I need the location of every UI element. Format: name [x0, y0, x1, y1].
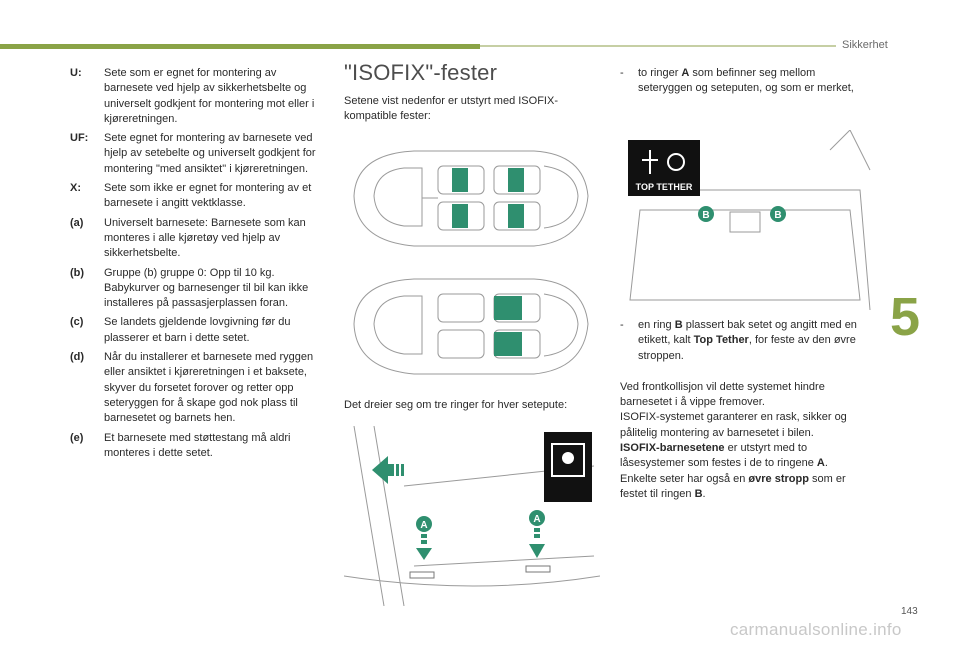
bullet2-post: , for feste av den øvre stroppen. [638, 334, 856, 362]
definition-text: Se landets gjeldende lovgivning før du p… [104, 316, 291, 344]
isofix-markers-lower [494, 296, 522, 356]
isofix-label-icon [544, 432, 592, 502]
page-number: 143 [901, 606, 918, 617]
bullet2-mid: plassert bak setet og angitt med en etik… [638, 319, 857, 347]
ring-a-label: A [420, 520, 427, 531]
arrow-left-icon [372, 456, 404, 484]
para-front-collision: Ved frontkollisjon vil dette systemet hi… [620, 380, 825, 409]
bullet-dash: - [620, 319, 624, 331]
ring-b-label: B [774, 210, 781, 221]
para3-t5: . [702, 487, 706, 500]
definition-item: U: Sete som er egnet for montering av bar… [70, 66, 324, 127]
bullet1-pre: to ringer [638, 67, 682, 79]
bullet2-pre: en ring [638, 319, 675, 331]
definition-item: (e) Et barnesete med støttestang må aldri… [70, 431, 324, 462]
car-top-view-lower [353, 278, 589, 375]
definition-item: UF: Sete egnet for montering av barnesete… [70, 131, 324, 177]
ring-b-label: B [702, 210, 709, 221]
ring-b-left-marker: B [698, 206, 714, 222]
definition-text: Sete som ikke er egnet for montering av … [104, 182, 312, 210]
chapter-number: 5 [890, 287, 921, 347]
bullet-dash: - [620, 67, 624, 79]
isofix-title: "ISOFIX"-fester [344, 60, 498, 85]
definition-text: Gruppe (b) gruppe 0: Opp til 10 kg. Baby… [104, 266, 309, 310]
bullet-ring-b: - en ring B plassert bak setet og angitt… [620, 318, 870, 364]
definition-item: (a) Universelt barnesete: Barnesete som k… [70, 216, 324, 262]
para3-bold1: ISOFIX-barnesetene [620, 442, 725, 455]
bullet-ring-a: - to ringer A som befinner seg mellom se… [620, 66, 870, 97]
car-top-view-upper [353, 150, 589, 247]
para3-t4: som er festet til ringen [620, 472, 846, 500]
section-title: Sikkerhet [842, 39, 888, 51]
top-tether-illustration: TOP TETHER B B [628, 130, 871, 310]
top-tether-label: TOP TETHER [628, 140, 700, 196]
car-top-view-illustrations [353, 150, 589, 375]
top-tether-text: TOP TETHER [636, 182, 693, 192]
para3-t3: Enkelte seter har også en [620, 472, 749, 485]
definition-item: (b) Gruppe (b) gruppe 0: Opp til 10 kg. B… [70, 266, 324, 312]
ring-b-right-marker: B [770, 206, 786, 222]
definition-key: (b) [70, 266, 85, 279]
definition-item: (c) Se landets gjeldende lovgivning før d… [70, 315, 324, 346]
definitions-list: U: Sete som er egnet for montering av bar… [70, 66, 324, 465]
bullet2-bold2: Top Tether [693, 334, 749, 347]
para-isofix-seats: ISOFIX-barnesetene er utstyrt med to lås… [620, 441, 870, 502]
definition-key: (e) [70, 431, 84, 444]
definition-item: X: Sete som ikke er egnet for montering a… [70, 181, 324, 212]
isofix-details-2: - en ring B plassert bak setet og angitt… [620, 318, 870, 502]
bullet-text: en ring B plassert bak setet og angitt m… [638, 318, 870, 364]
ring-a-label: A [533, 514, 540, 525]
watermark: carmanualsonline.info [730, 620, 902, 639]
definition-key: UF: [70, 132, 89, 145]
definition-text: Universelt barnesete: Barnesete som kan … [104, 216, 306, 260]
isofix-intro: Setene vist nedenfor er utstyrt med ISOF… [344, 95, 558, 123]
definition-text: Når du installerer et barnesete med rygg… [104, 351, 314, 425]
definition-text: Sete egnet for montering av barnesete ve… [104, 132, 316, 175]
bullet1-bold: A [681, 67, 690, 79]
rings-caption: Det dreier seg om tre ringer for hver se… [344, 399, 568, 411]
isofix-rings-illustration: A A [344, 426, 600, 606]
para3-bold4: B [694, 487, 703, 500]
ring-a-right-marker: A [529, 510, 545, 558]
isofix-section: "ISOFIX"-fester Setene vist nedenfor er … [344, 60, 606, 125]
para-isofix-guarantee: ISOFIX-systemet garanterer en rask, sikk… [620, 411, 847, 439]
para3-t1: er utstyrt med to låsesystemer som feste… [620, 442, 817, 470]
isofix-details: - to ringer A som befinner seg mellom se… [620, 66, 870, 97]
bullet-text: to ringer A som befinner seg mellom sete… [638, 66, 870, 97]
para3-bold2: A [816, 457, 825, 470]
definition-text: Sete som er egnet for montering av barne… [104, 67, 315, 125]
bullet2-bold: B [674, 319, 683, 331]
ring-a-left-marker: A [416, 516, 432, 560]
definition-key: (a) [70, 216, 84, 229]
bullet1-post: som befinner seg mellom seteryggen og se… [638, 67, 854, 95]
header-rule [0, 44, 480, 49]
header-rule-thin [480, 45, 836, 47]
para3-t2: . [824, 457, 828, 470]
definition-key: X: [70, 182, 81, 195]
definition-key: (c) [70, 316, 84, 329]
para3-bold3: øvre stropp [748, 472, 809, 485]
definition-key: U: [70, 67, 82, 79]
definition-text: Et barnesete med støttestang må aldri mo… [104, 431, 291, 459]
definition-item: (d) Når du installerer et barnesete med r… [70, 350, 324, 426]
isofix-markers-upper [452, 168, 524, 228]
definition-key: (d) [70, 351, 85, 364]
